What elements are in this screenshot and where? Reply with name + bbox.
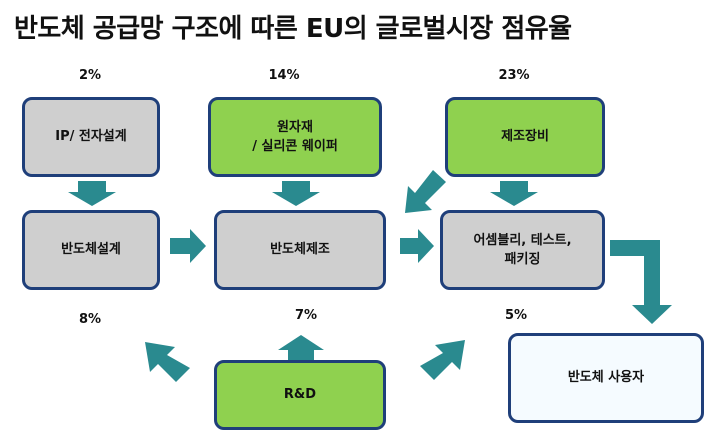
arrow-assembly-to-user <box>610 240 672 324</box>
box-rnd: R&D <box>214 360 386 430</box>
box-rnd-label: R&D <box>283 387 317 403</box>
box-ip-electronic-design: IP/ 전자설계 <box>22 97 160 177</box>
rnd-share-label: 7% <box>294 308 318 323</box>
design-share-label: 8% <box>78 312 102 327</box>
box-manufacturing-equipment: 제조장비 <box>445 97 605 177</box>
equipment-share-label: 23% <box>498 68 530 83</box>
box-semiconductor-design: 반도체설계 <box>22 210 160 290</box>
box-raw-materials-wafer: 원자재 / 실리콘 웨이퍼 <box>208 97 382 177</box>
arrow-rnd-to-manufacturing <box>278 335 324 360</box>
materials-share-label: 14% <box>268 68 300 83</box>
box-equipment-label: 제조장비 <box>501 129 549 145</box>
box-semiconductor-users: 반도체 사용자 <box>508 333 704 423</box>
box-user-label: 반도체 사용자 <box>567 370 645 386</box>
arrow-materials-to-manufacturing <box>272 181 320 206</box>
box-ip-label: IP/ 전자설계 <box>55 129 127 145</box>
arrow-ip-to-design <box>68 181 116 206</box>
diagram-title: 반도체 공급망 구조에 따른 EU의 글로벌시장 점유율 <box>14 14 572 44</box>
assembly-share-label: 5% <box>504 308 528 323</box>
box-assembly-test-packaging: 어셈블리, 테스트, 패키징 <box>440 210 605 290</box>
arrow-rnd-to-assembly <box>420 340 465 380</box>
arrow-manufacturing-to-assembly <box>400 229 434 263</box>
box-assembly-label: 어셈블리, 테스트, 패키징 <box>473 232 572 268</box>
arrow-equipment-to-manufacturing <box>405 170 446 213</box>
box-materials-label: 원자재 / 실리콘 웨이퍼 <box>252 119 338 155</box>
box-design-label: 반도체설계 <box>61 242 121 258</box>
arrow-design-to-manufacturing <box>170 229 206 263</box>
arrow-equipment-to-assembly <box>490 181 538 206</box>
box-manufacturing-label: 반도체제조 <box>270 242 330 258</box>
arrow-rnd-to-design <box>145 342 190 382</box>
ip-share-label: 2% <box>78 68 102 83</box>
box-semiconductor-manufacturing: 반도체제조 <box>214 210 386 290</box>
